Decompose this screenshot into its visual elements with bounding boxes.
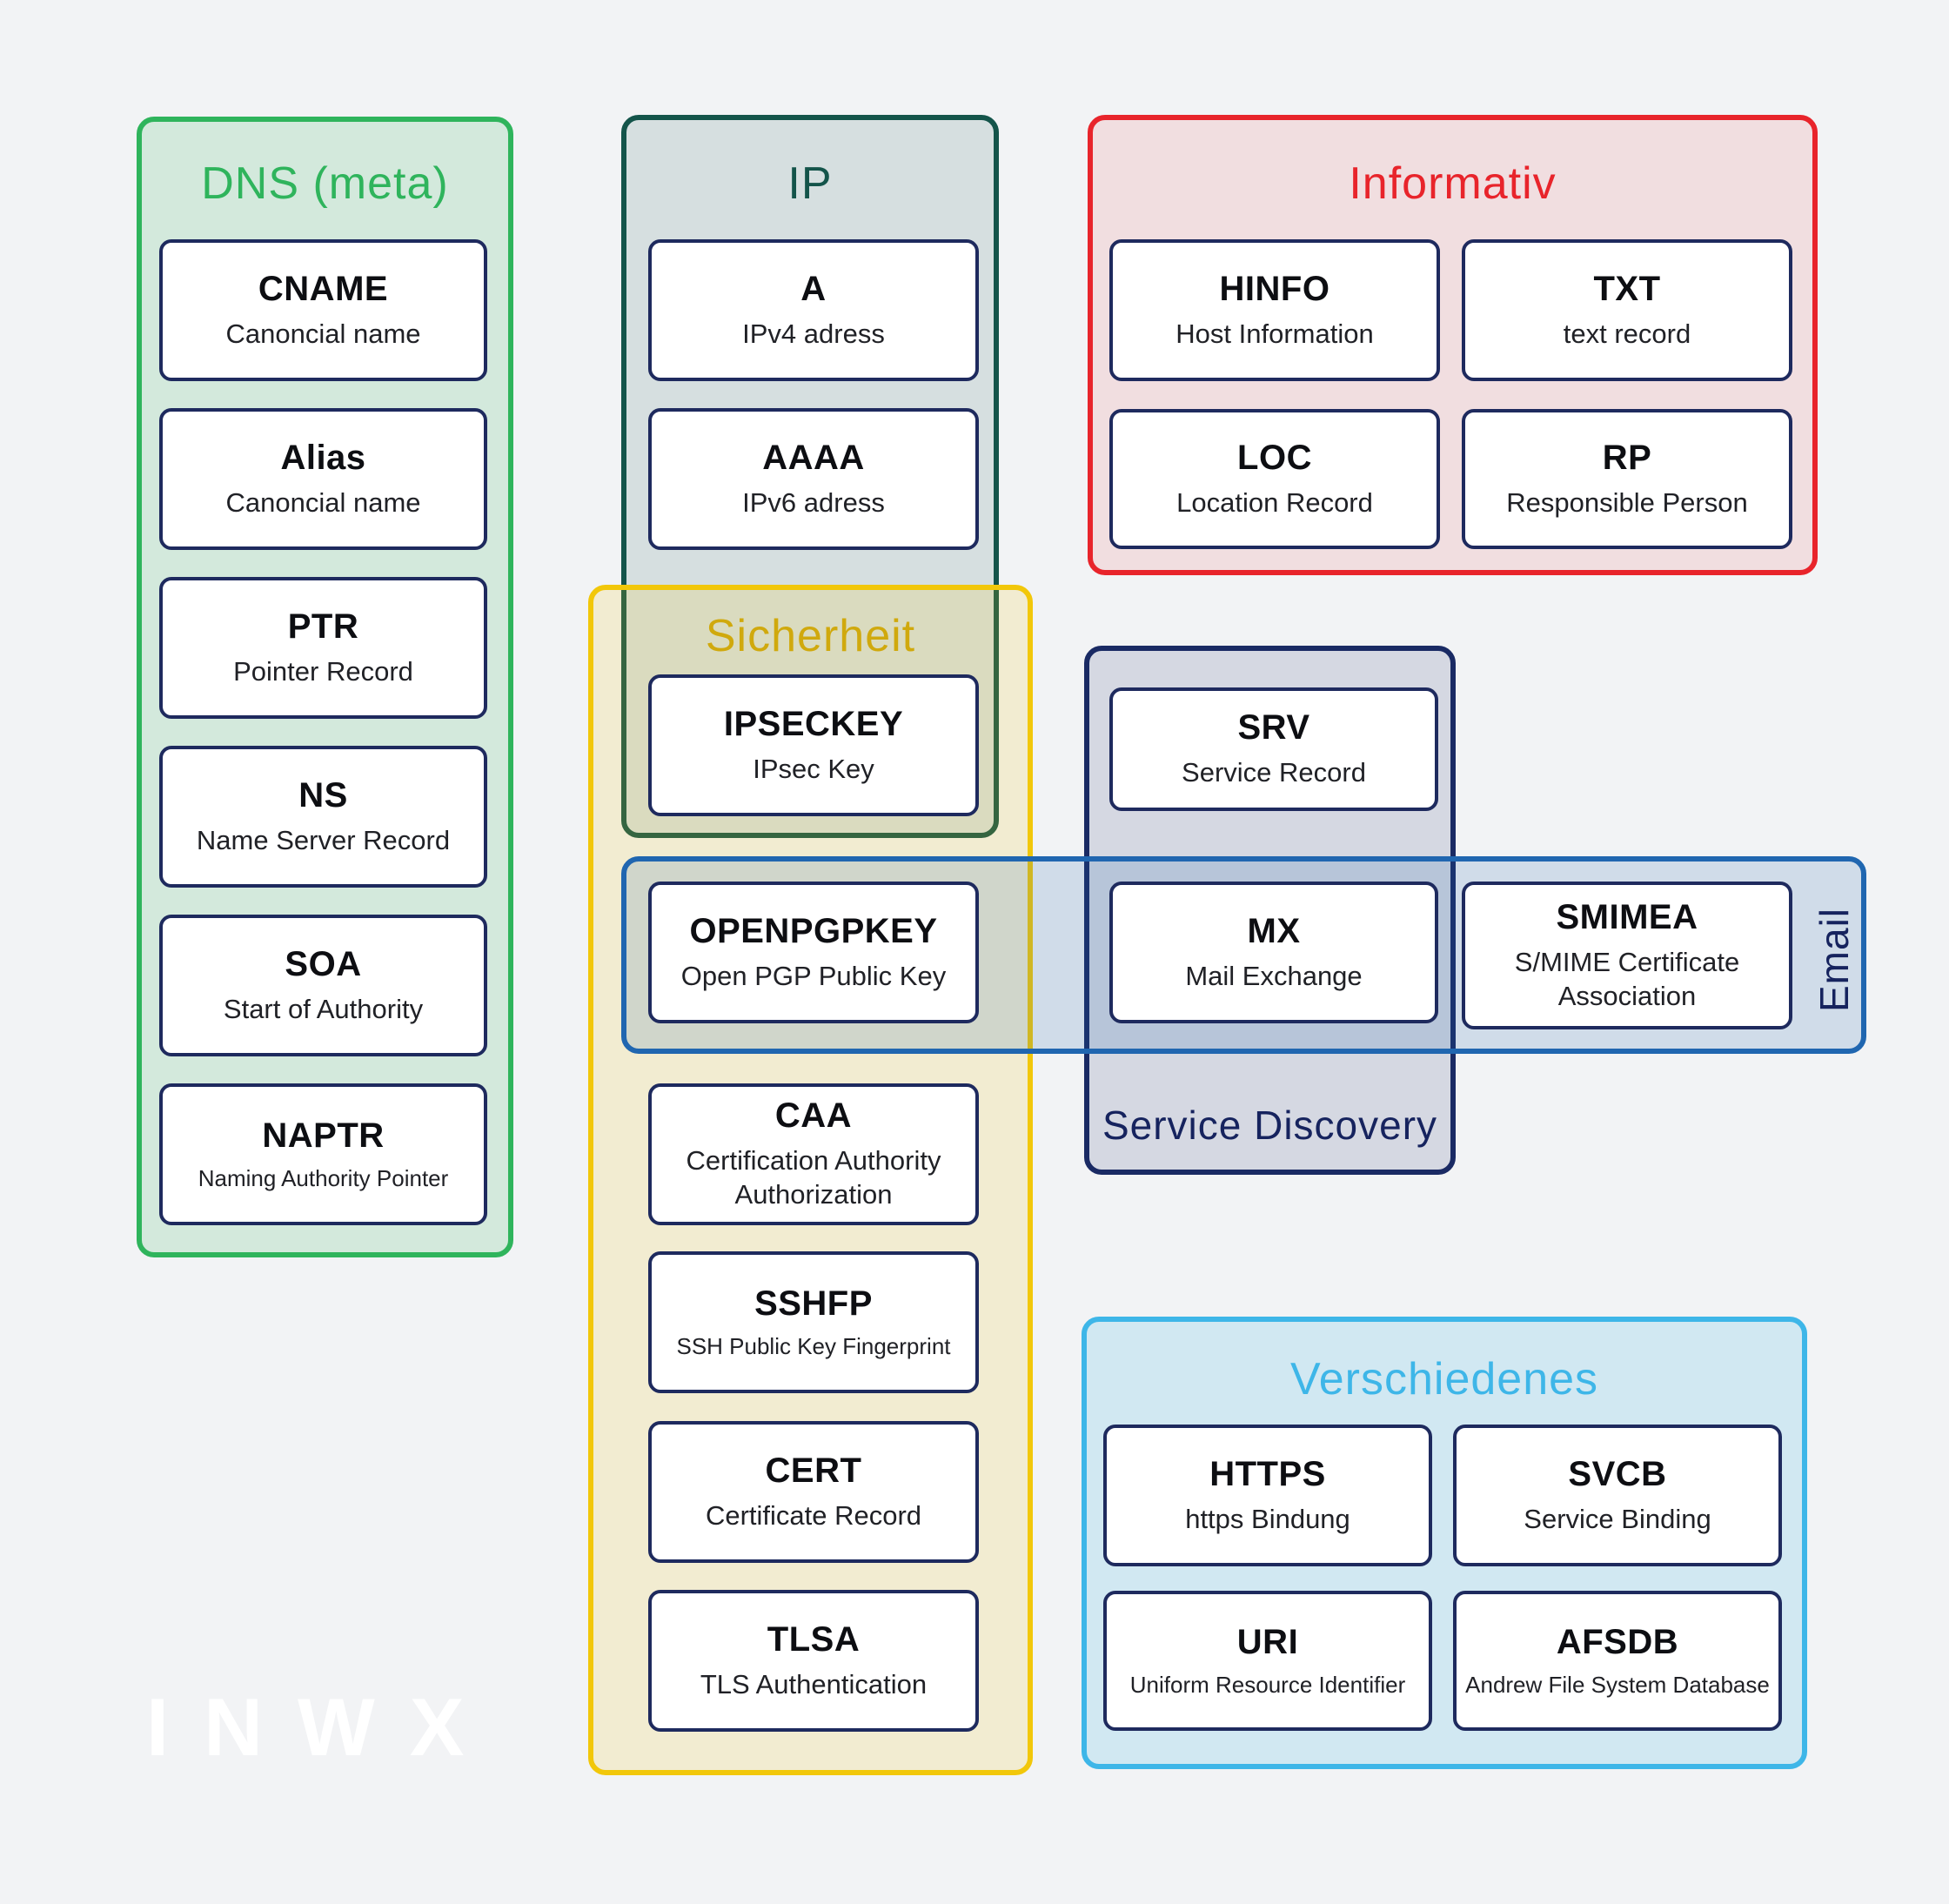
group-informativ-label: Informativ [1349, 158, 1557, 209]
record-title: SSHFP [754, 1284, 873, 1323]
record-title: AAAA [762, 438, 865, 477]
record-title: TXT [1593, 269, 1661, 308]
record-card-naptr: NAPTR Naming Authority Pointer [159, 1083, 487, 1225]
record-subtitle: Canoncial name [225, 318, 421, 349]
record-title: NAPTR [262, 1116, 385, 1155]
record-subtitle: Responsible Person [1506, 486, 1748, 518]
record-subtitle: Canoncial name [225, 486, 421, 518]
record-title: NS [298, 775, 348, 815]
record-subtitle: Andrew File System Database [1465, 1671, 1770, 1698]
record-subtitle: Uniform Resource Identifier [1129, 1671, 1406, 1698]
record-subtitle: IPsec Key [753, 753, 874, 784]
record-subtitle: Location Record [1176, 486, 1373, 518]
record-subtitle: SSH Public Key Fingerprint [676, 1332, 951, 1359]
record-subtitle: Start of Authority [223, 993, 424, 1024]
record-subtitle: Host Information [1175, 318, 1374, 349]
record-title: SVCB [1568, 1454, 1667, 1493]
record-subtitle: Certificate Record [705, 1499, 922, 1531]
record-title: SOA [285, 944, 362, 983]
record-card-loc: LOC Location Record [1109, 409, 1440, 549]
record-card-soa: SOA Start of Authority [159, 915, 487, 1056]
record-title: OPENPGPKEY [689, 911, 938, 950]
record-card-srv: SRV Service Record [1109, 687, 1438, 811]
record-subtitle: Pointer Record [233, 655, 413, 687]
record-subtitle: IPv4 adress [742, 318, 885, 349]
record-card-openpgpkey: OPENPGPKEY Open PGP Public Key [648, 882, 979, 1023]
record-card-alias: Alias Canoncial name [159, 408, 487, 550]
record-card-a: A IPv4 adress [648, 239, 979, 381]
group-verschiedenes-label: Verschiedenes [1289, 1354, 1599, 1405]
group-ip-label: IP [787, 158, 833, 209]
record-subtitle: text record [1563, 318, 1691, 349]
record-title: IPSECKEY [723, 704, 904, 743]
record-title: PTR [287, 607, 359, 646]
record-card-ipseckey: IPSECKEY IPsec Key [648, 674, 979, 816]
record-card-txt: TXT text record [1462, 239, 1792, 381]
group-email-label: Email [1812, 907, 1857, 1013]
record-card-svcb: SVCB Service Binding [1453, 1425, 1782, 1566]
record-card-sshfp: SSHFP SSH Public Key Fingerprint [648, 1251, 979, 1393]
group-service-discovery-label: Service Discovery [1102, 1103, 1438, 1148]
record-title: RP [1602, 438, 1652, 477]
group-dns-meta-label: DNS (meta) [201, 158, 449, 209]
record-subtitle: Open PGP Public Key [680, 960, 947, 991]
group-sicherheit-label: Sicherheit [705, 611, 916, 661]
record-card-ptr: PTR Pointer Record [159, 577, 487, 719]
record-card-afsdb: AFSDB Andrew File System Database [1453, 1591, 1782, 1731]
record-title: SMIMEA [1556, 897, 1698, 936]
record-title: HINFO [1219, 269, 1330, 308]
record-subtitle: Certification Authority Authorization [686, 1145, 941, 1210]
record-card-cname: CNAME Canoncial name [159, 239, 487, 381]
record-card-caa: CAA Certification Authority Authorizatio… [648, 1083, 979, 1225]
record-title: TLSA [767, 1619, 861, 1659]
record-title: AFSDB [1556, 1622, 1679, 1661]
record-title: CAA [774, 1096, 853, 1136]
record-title: URI [1236, 1622, 1299, 1661]
record-subtitle: IPv6 adress [742, 486, 885, 518]
record-card-rp: RP Responsible Person [1462, 409, 1792, 549]
record-card-aaaa: AAAA IPv6 adress [648, 408, 979, 550]
record-card-cert: CERT Certificate Record [648, 1421, 979, 1563]
record-title: Alias [280, 438, 366, 477]
record-subtitle: Service Binding [1524, 1503, 1711, 1534]
record-subtitle: Service Record [1182, 757, 1366, 788]
record-title: LOC [1237, 438, 1312, 477]
record-title: CERT [765, 1451, 862, 1490]
record-card-mx: MX Mail Exchange [1109, 882, 1438, 1023]
record-title: CNAME [258, 269, 389, 308]
record-card-ns: NS Name Server Record [159, 746, 487, 888]
record-subtitle: Naming Authority Pointer [198, 1164, 449, 1191]
record-title: SRV [1237, 708, 1310, 748]
record-card-https: HTTPS https Bindung [1103, 1425, 1432, 1566]
record-card-uri: URI Uniform Resource Identifier [1103, 1591, 1432, 1731]
inwx-logo: INWX [146, 1681, 499, 1773]
record-subtitle: Mail Exchange [1185, 960, 1363, 991]
record-subtitle: Name Server Record [196, 824, 451, 855]
record-title: A [800, 269, 827, 308]
record-card-smimea: SMIMEA S/MIME Certificate Association [1462, 882, 1792, 1029]
record-subtitle: TLS Authentication [700, 1668, 928, 1700]
record-card-tlsa: TLSA TLS Authentication [648, 1590, 979, 1732]
record-subtitle: S/MIME Certificate Association [1514, 946, 1740, 1011]
record-title: MX [1247, 911, 1301, 950]
record-subtitle: https Bindung [1185, 1503, 1350, 1534]
record-card-hinfo: HINFO Host Information [1109, 239, 1440, 381]
record-title: HTTPS [1209, 1454, 1326, 1493]
